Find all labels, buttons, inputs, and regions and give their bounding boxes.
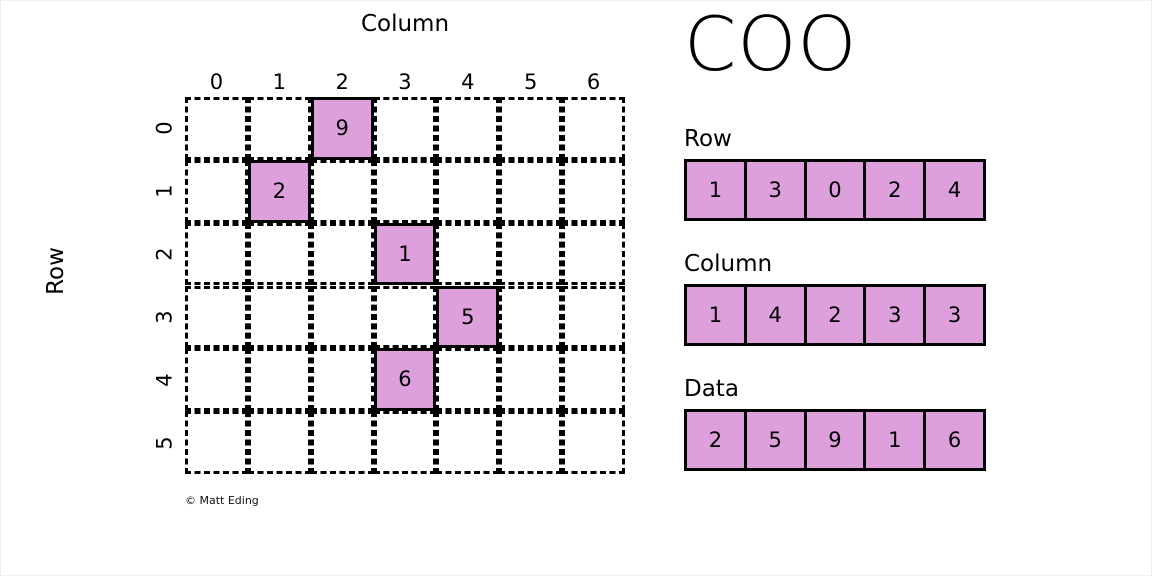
matrix-cell-empty <box>185 159 248 223</box>
matrix-cell-empty <box>185 97 248 160</box>
matrix-cell-empty <box>562 97 625 160</box>
matrix-grid: 9 2 1 5 6 <box>185 97 625 474</box>
matrix-cell-filled: 5 <box>436 285 500 349</box>
row-tick-4: 4 <box>152 373 177 387</box>
matrix-cell-empty <box>310 285 374 349</box>
array-label-column: Column <box>684 251 773 277</box>
matrix-cell-empty <box>185 411 248 474</box>
attribution-text: © Matt Eding <box>185 494 259 507</box>
matrix-cell-empty <box>373 411 437 474</box>
row-tick-0: 0 <box>152 121 177 136</box>
format-title: COO <box>684 0 858 88</box>
array-cell-column: 2 <box>803 284 867 346</box>
array-cell-data: 2 <box>684 409 747 471</box>
matrix-cell-empty <box>185 285 248 349</box>
matrix-cell-empty <box>373 97 437 160</box>
matrix-cell-filled: 2 <box>247 159 311 223</box>
matrix-cell-empty <box>436 348 500 412</box>
matrix-cell-empty <box>436 222 500 286</box>
matrix-cell-empty <box>247 411 311 474</box>
row-tick-labels: 0 1 2 3 4 5 <box>152 97 179 474</box>
array-cell-column: 3 <box>863 284 927 346</box>
array-cell-data: 9 <box>803 409 867 471</box>
matrix-cell-value: 9 <box>335 116 349 140</box>
matrix-cell-empty <box>247 222 311 286</box>
array-label-data: Data <box>684 376 739 402</box>
array-cell-row: 4 <box>923 159 986 221</box>
matrix-cell-empty <box>185 348 248 412</box>
array-label-row: Row <box>684 126 732 152</box>
array-cell-row: 1 <box>684 159 747 221</box>
matrix-cell-filled: 1 <box>373 222 437 286</box>
matrix-cell-empty <box>499 411 563 474</box>
column-tick-labels: 0 1 2 3 4 5 6 <box>185 69 625 95</box>
matrix-cell-empty <box>562 411 625 474</box>
matrix-cell-value: 5 <box>461 304 475 329</box>
array-cell-data: 5 <box>743 409 807 471</box>
matrix-cell-filled: 6 <box>373 348 437 412</box>
matrix-cell-empty <box>373 285 437 349</box>
matrix-cell-value: 2 <box>272 178 286 203</box>
matrix-cell-empty <box>247 97 311 160</box>
array-cell-column: 3 <box>923 284 986 346</box>
matrix-cell-empty <box>310 348 374 412</box>
row-tick-3: 3 <box>152 310 177 324</box>
matrix-cell-value: 6 <box>398 367 412 392</box>
matrix-cell-empty <box>562 222 625 286</box>
array-cell-row: 2 <box>863 159 927 221</box>
matrix-cell-empty <box>499 285 563 349</box>
matrix-cell-empty <box>499 348 563 412</box>
column-tick-1: 1 <box>272 70 286 94</box>
matrix-cell-empty <box>562 285 625 349</box>
matrix-cell-empty <box>436 97 500 160</box>
matrix-cell-empty <box>436 159 500 223</box>
column-tick-3: 3 <box>398 70 412 94</box>
array-cell-data: 1 <box>863 409 927 471</box>
column-tick-6: 6 <box>586 70 601 94</box>
column-tick-0: 0 <box>209 70 224 94</box>
matrix-cell-empty <box>310 222 374 286</box>
array-cell-column: 1 <box>684 284 747 346</box>
row-tick-1: 1 <box>152 184 177 198</box>
matrix-cell-empty <box>247 285 311 349</box>
column-axis-title: Column <box>360 11 450 37</box>
matrix-cell-empty <box>562 348 625 412</box>
matrix-cell-empty <box>247 348 311 412</box>
row-axis-title: Row <box>43 247 69 295</box>
matrix-cell-empty <box>185 222 248 286</box>
column-tick-5: 5 <box>524 70 538 94</box>
matrix-cell-filled: 9 <box>310 97 374 160</box>
matrix-cell-empty <box>436 411 500 474</box>
matrix-cell-empty <box>310 159 374 223</box>
array-cell-data: 6 <box>923 409 986 471</box>
array-cell-column: 4 <box>743 284 807 346</box>
matrix-cell-empty <box>310 411 374 474</box>
column-tick-4: 4 <box>461 70 475 94</box>
row-tick-5: 5 <box>152 435 177 450</box>
matrix-cell-empty <box>562 159 625 223</box>
matrix-panel: Column Row 0 1 2 3 4 5 6 0 1 2 3 4 5 9 2 1 5 6 © Matt E… <box>1 1 661 575</box>
matrix-cell-value: 1 <box>398 241 412 266</box>
matrix-cell-empty <box>499 222 563 286</box>
array-cell-row: 0 <box>803 159 867 221</box>
row-tick-2: 2 <box>152 247 177 261</box>
matrix-cell-empty <box>499 97 563 160</box>
column-tick-2: 2 <box>335 70 349 94</box>
matrix-cell-empty <box>499 159 563 223</box>
matrix-cell-empty <box>373 159 437 223</box>
array-cell-row: 3 <box>743 159 807 221</box>
